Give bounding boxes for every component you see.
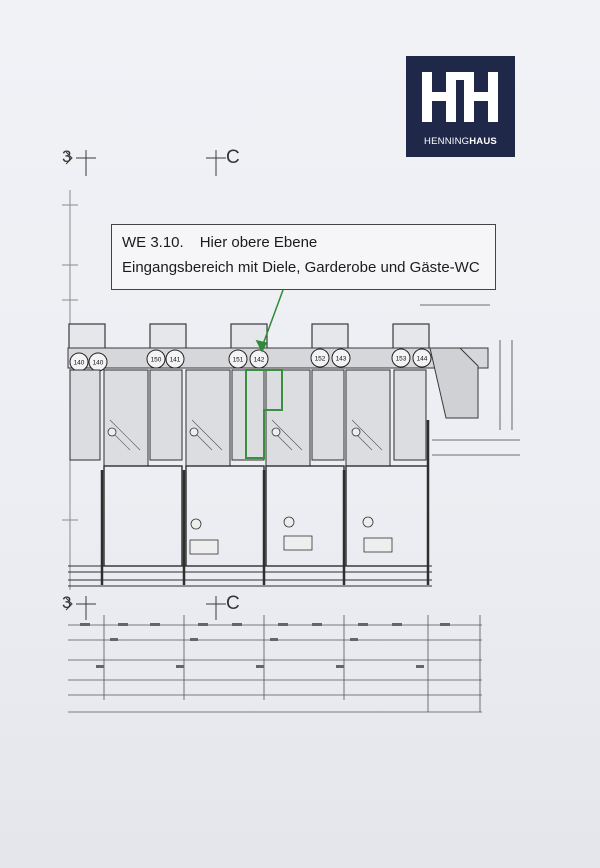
highlighted-entrance-area — [245, 369, 283, 459]
unit-number: 152 — [315, 356, 326, 363]
unit-number: 142 — [254, 357, 265, 364]
henning-haus-logo: HENNINGHAUS — [406, 56, 515, 157]
callout-box: WE 3.10. Hier obere Ebene Eingangsbereich… — [111, 224, 496, 290]
callout-arrow — [255, 289, 284, 353]
section-marker-top-left — [65, 150, 96, 176]
section-marker-number-bottom: 3 — [62, 593, 72, 612]
unit-number: 140 — [93, 360, 104, 367]
section-marker-number-top: 3 — [62, 147, 72, 166]
logo-wordmark: HENNINGHAUS — [406, 136, 515, 147]
unit-number: 144 — [417, 356, 428, 363]
logo-name-bold: HAUS — [469, 136, 497, 147]
logo-name-light: HENNING — [424, 136, 470, 147]
callout-heading: WE 3.10. Hier obere Ebene — [122, 234, 317, 251]
unit-number: 151 — [233, 357, 244, 364]
unit-number: 141 — [170, 357, 181, 364]
section-marker-letter-bottom: C — [226, 593, 240, 614]
section-marker-top-right — [206, 150, 226, 176]
hh-monogram-icon — [422, 72, 498, 122]
section-marker-letter-top: C — [226, 147, 240, 168]
level-label: Hier obere Ebene — [199, 234, 318, 251]
unit-number: 153 — [396, 356, 407, 363]
unit-number: 150 — [151, 357, 162, 364]
callout-description: Eingangsbereich mit Diele, Garderobe und… — [122, 259, 480, 276]
unit-label: WE 3.10. — [122, 234, 184, 251]
unit-number: 143 — [336, 356, 347, 363]
unit-number: 140 — [74, 360, 85, 367]
